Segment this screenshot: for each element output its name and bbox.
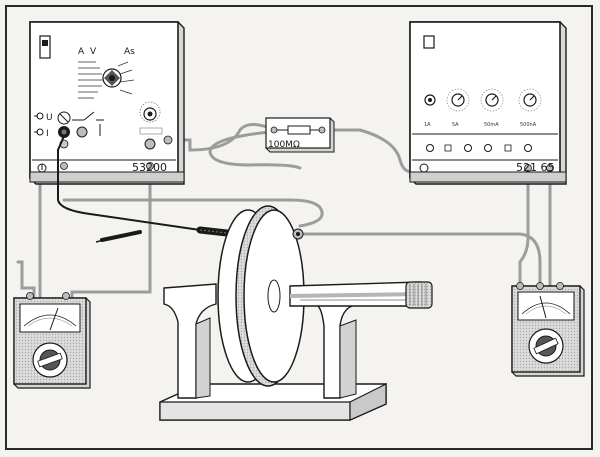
left-meter-socket-1[interactable] bbox=[26, 292, 34, 300]
wire-left-2 bbox=[70, 170, 152, 300]
terminal-i[interactable] bbox=[34, 128, 44, 136]
terminal-3[interactable] bbox=[464, 144, 472, 152]
socket-grey-1[interactable] bbox=[76, 126, 88, 138]
range-label-1: 1A bbox=[424, 122, 431, 128]
terminal-5[interactable] bbox=[504, 144, 512, 152]
right-meter-socket-1[interactable] bbox=[516, 282, 524, 290]
axle-knob[interactable] bbox=[405, 281, 433, 309]
switch-symbol-icon bbox=[72, 111, 104, 136]
probe-tip[interactable] bbox=[100, 230, 142, 242]
wire-left-to-resistor bbox=[166, 123, 272, 152]
right-ground-icon[interactable] bbox=[419, 163, 429, 173]
resistor-box: 100MΩ bbox=[265, 117, 335, 153]
label-u: U bbox=[46, 113, 53, 123]
terminal-row bbox=[426, 144, 532, 152]
range-dial-2[interactable] bbox=[480, 88, 504, 112]
wire-axle-to-meter bbox=[296, 232, 542, 288]
terminal-4[interactable] bbox=[484, 144, 492, 152]
range-dial-3[interactable] bbox=[518, 88, 542, 112]
range-label-2: 5A bbox=[452, 122, 459, 128]
terminal-1[interactable] bbox=[426, 144, 434, 152]
range-label-4: 500nA bbox=[520, 122, 537, 128]
left-multimeter bbox=[13, 292, 91, 389]
range-dial-1[interactable] bbox=[446, 88, 470, 112]
output-dial[interactable] bbox=[139, 101, 161, 123]
left-unit-front-panel bbox=[29, 21, 179, 179]
wire-left-3 bbox=[16, 260, 36, 300]
right-meter-socket-3[interactable] bbox=[556, 282, 564, 290]
terminal-u[interactable] bbox=[34, 112, 44, 120]
resistor-symbol-icon bbox=[287, 125, 311, 135]
right-meter-socket-2[interactable] bbox=[536, 282, 544, 290]
resistor-label: 100MΩ bbox=[268, 140, 300, 150]
disc-apparatus bbox=[159, 205, 433, 421]
label-v: V bbox=[90, 47, 97, 57]
label-as: As bbox=[124, 47, 135, 57]
left-unit-model: 53200 bbox=[132, 161, 167, 174]
terminal-6[interactable] bbox=[524, 144, 532, 152]
range-label-3: 50mA bbox=[484, 122, 499, 128]
terminal-2[interactable] bbox=[444, 144, 452, 152]
right-multimeter bbox=[511, 282, 585, 377]
power-switch[interactable] bbox=[39, 35, 51, 59]
left-meter-needle bbox=[49, 307, 59, 331]
range-selector-scale bbox=[78, 61, 135, 99]
socket-grey-4[interactable] bbox=[163, 135, 173, 145]
right-meter-needle bbox=[539, 295, 547, 319]
right-unit-model: 521 65 bbox=[516, 161, 555, 174]
right-power-switch[interactable] bbox=[423, 35, 435, 49]
wire-ground-loop bbox=[62, 198, 324, 228]
label-i: I bbox=[46, 129, 49, 139]
socket-grey-3[interactable] bbox=[144, 138, 156, 150]
label-a: A bbox=[78, 47, 85, 57]
right-measuring-unit: 1A 5A 50mA 500nA 521 65 bbox=[409, 21, 567, 185]
wire-right-1 bbox=[518, 170, 530, 288]
left-power-unit: A V As U I bbox=[29, 21, 185, 185]
wire-resistor-loop bbox=[208, 130, 302, 170]
left-meter-socket-2[interactable] bbox=[62, 292, 70, 300]
